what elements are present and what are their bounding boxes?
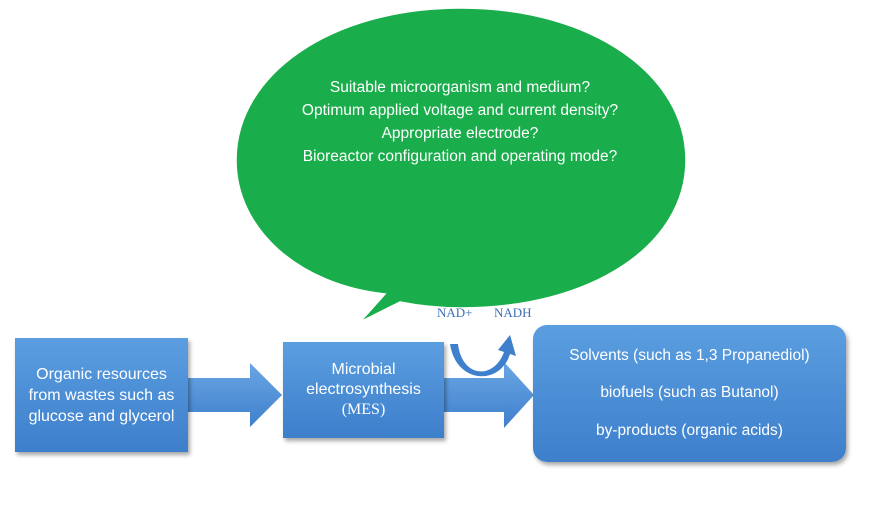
mes-box: Microbial electrosynthesis (MES) bbox=[283, 342, 444, 438]
nadh-label: NADH bbox=[494, 305, 532, 320]
cofactor-curved-arrow bbox=[450, 335, 516, 377]
output-item-1: Solvents (such as 1,3 Propanediol) bbox=[569, 346, 810, 364]
arrow-mes-to-output bbox=[444, 362, 534, 428]
output-item-3: by-products (organic acids) bbox=[596, 422, 783, 440]
input-box: Organic resources from wastes such as gl… bbox=[15, 338, 188, 452]
bubble-question-1: Suitable microorganism and medium? bbox=[329, 79, 591, 96]
bubble-question-4: Bioreactor configuration and operating m… bbox=[302, 148, 618, 165]
bubble-question-3: Appropriate electrode? bbox=[381, 125, 539, 142]
bubble-question-2: Optimum applied voltage and current dens… bbox=[301, 102, 619, 119]
mes-line-3: (MES) bbox=[341, 401, 386, 418]
arrow-input-to-mes bbox=[188, 363, 282, 427]
input-box-text: Organic resources from wastes such as gl… bbox=[28, 365, 175, 425]
mes-line-1: Microbial bbox=[331, 361, 396, 378]
output-box: Solvents (such as 1,3 Propanediol) biofu… bbox=[533, 325, 846, 462]
nad-plus-label: NAD+ bbox=[437, 305, 473, 320]
output-item-2: biofuels (such as Butanol) bbox=[600, 384, 779, 402]
bubble-questions: Suitable microorganism and medium? Optim… bbox=[300, 80, 620, 172]
mes-line-2: electrosynthesis bbox=[306, 381, 421, 398]
speech-bubble-shape bbox=[235, 7, 687, 323]
